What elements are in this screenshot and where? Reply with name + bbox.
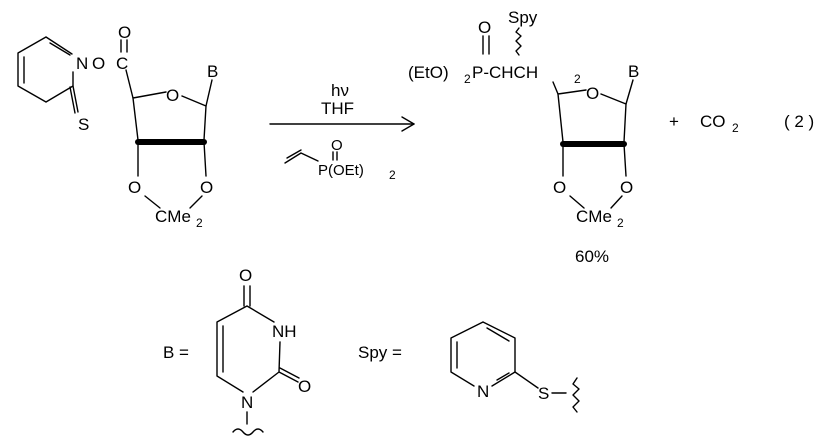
product-ring-oxygen: O	[586, 84, 599, 103]
uracil-n1: N	[241, 393, 253, 412]
dimethylmethylene-subscript: 2	[196, 216, 203, 230]
dimethylmethylene: CMe	[155, 207, 191, 226]
product-dimethylmethylene: CMe	[576, 207, 612, 226]
product-ribose-ring: O B O O CMe 2 60%	[553, 62, 639, 266]
spy-nitrogen: N	[477, 382, 489, 401]
diethoxy-group: (EtO)	[408, 63, 449, 82]
phosphonate-oxygen: O	[478, 18, 491, 37]
b-equals-label: B =	[163, 343, 189, 362]
spy-substituent: Spy	[508, 8, 538, 27]
reaction-arrow: hν THF O P(OEt) 2	[269, 81, 415, 182]
ring-oxygen: O	[166, 86, 179, 105]
acetonide-oxygen-left: O	[128, 178, 141, 197]
spy-sulfur: S	[538, 384, 549, 403]
product-phosphonate: O Spy (EtO) 2 P-CHCH 2	[408, 8, 581, 95]
uracil-definition: B = O NH O N	[163, 266, 311, 436]
product-acetonide-oxygen-right: O	[620, 178, 633, 197]
product-acetonide-oxygen-left: O	[553, 178, 566, 197]
uracil-nh: NH	[272, 322, 297, 341]
product-dimethylmethylene-subscript: 2	[617, 216, 624, 230]
ester-oxygen: O	[92, 54, 105, 73]
uracil-top-oxygen: O	[239, 266, 252, 285]
equation-number: ( 2 )	[784, 112, 814, 131]
solvent-label: THF	[321, 99, 354, 118]
carbon-dioxide: CO	[700, 112, 726, 131]
yield-label: 60%	[575, 247, 609, 266]
uracil-right-oxygen: O	[298, 377, 311, 396]
vinyl-phosphonate-O: O	[331, 137, 343, 154]
reactant-ribose-ring: O B O O CMe 2	[128, 62, 218, 230]
vinyl-phosphonate-subscript: 2	[389, 168, 396, 182]
vinyl-phosphonate: P(OEt)	[318, 162, 364, 179]
chain-subscript: 2	[574, 72, 581, 86]
light-label: hν	[331, 81, 349, 100]
product-base-label: B	[628, 62, 639, 81]
thiopyridone-ring: S N O C O	[17, 23, 134, 134]
thione-sulfur: S	[78, 115, 89, 134]
acyl-nitrogen: N	[76, 54, 88, 73]
plus-sign: +	[669, 112, 679, 131]
spy-equals-label: Spy =	[358, 343, 402, 362]
nucleobase-label: B	[207, 62, 218, 81]
carbonyl-oxygen: O	[118, 23, 131, 42]
spy-definition: Spy = N S	[358, 321, 580, 413]
acetonide-oxygen-right: O	[200, 178, 213, 197]
phosphonate-chain: P-CHCH	[472, 63, 538, 82]
carbon-dioxide-subscript: 2	[732, 121, 739, 135]
carbonyl-carbon: C	[116, 54, 128, 73]
byproduct: + CO 2 ( 2 )	[669, 112, 814, 135]
diethoxy-subscript: 2	[464, 72, 471, 86]
